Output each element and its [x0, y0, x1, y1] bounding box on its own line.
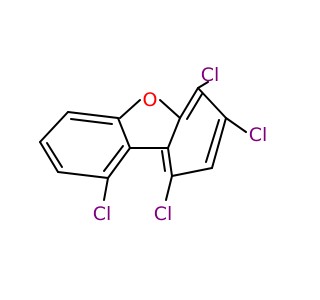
bond-c4-c3 [197, 87, 227, 119]
bond-c4b-c5-inner [70, 118, 113, 125]
bond-c6-c7-inner [46, 142, 63, 168]
chlorine-atom-label-9: Cl [93, 203, 112, 225]
bond-c5-c6 [39, 111, 69, 143]
molecule-structure-canvas: O Cl Cl Cl Cl [39, 64, 268, 225]
bond-c6-c7 [39, 141, 59, 173]
bond-c3-cl [225, 117, 247, 133]
bond-c1-cl [165, 175, 173, 201]
bond-c4b-c9a [117, 117, 131, 149]
bond-c4a-c4-inner [186, 93, 203, 120]
bond-c9b-c4a [167, 117, 181, 149]
bond-c8-c9a [107, 147, 131, 179]
bond-c8-c9a-inner [103, 145, 124, 172]
chlorine-atom-label-3: Cl [249, 124, 268, 146]
chlorine-atom-label-4: Cl [201, 64, 220, 86]
bond-c2-c1 [171, 167, 213, 177]
chlorine-atom-label-1: Cl [154, 203, 173, 225]
bond-c3-c2 [211, 117, 227, 169]
bond-c4a-c4 [179, 87, 199, 119]
bond-c9-cl [103, 177, 109, 201]
bond-c4-cl [197, 81, 209, 89]
bond-c4b-c5 [67, 111, 119, 119]
bond-c1-c9b-inner [161, 150, 166, 172]
bond-o-c4b [119, 99, 141, 119]
bond-o-c4a [159, 99, 181, 119]
bond-c3-c2-inner [205, 119, 220, 163]
bond-c7-c8 [57, 171, 109, 179]
bond-c1-c9b [167, 147, 173, 177]
molecule-diagram: O Cl Cl Cl Cl [39, 64, 268, 225]
oxygen-atom-label: O [143, 89, 158, 111]
